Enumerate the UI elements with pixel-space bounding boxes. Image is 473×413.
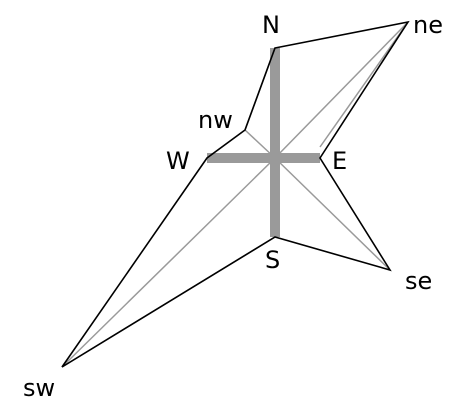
cross-bars xyxy=(207,48,320,237)
inner-line-se xyxy=(274,157,391,271)
label-ne: ne xyxy=(413,11,443,39)
label-nw: nw xyxy=(198,106,233,134)
inner-line-sw xyxy=(61,157,276,368)
inner-line-ne-east xyxy=(319,21,409,148)
inner-lines xyxy=(61,21,409,368)
inner-line-ne xyxy=(274,21,409,159)
label-e: E xyxy=(332,147,347,175)
label-sw: sw xyxy=(23,374,55,402)
label-n: N xyxy=(262,11,280,39)
label-s: S xyxy=(265,246,280,274)
label-se: se xyxy=(405,267,432,295)
compass-outline xyxy=(61,20,410,368)
label-w: W xyxy=(166,147,190,175)
